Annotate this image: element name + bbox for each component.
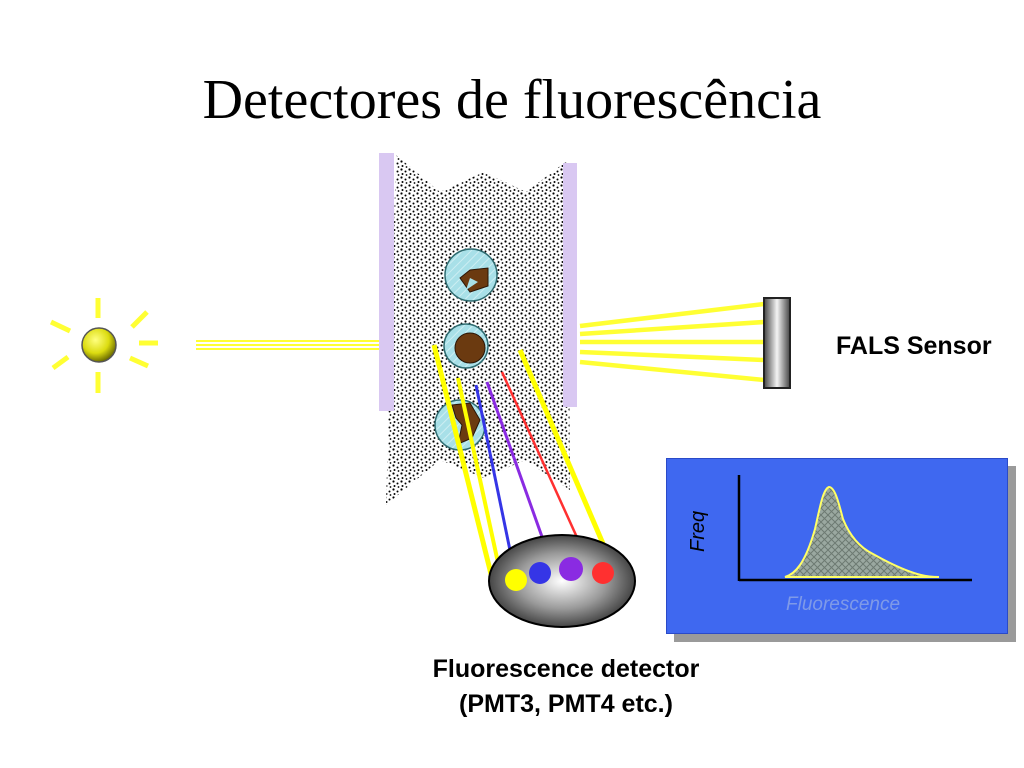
fals-sensor-icon	[763, 297, 791, 389]
slide-title: Detectores de fluorescência	[202, 69, 822, 131]
light-source-icon	[49, 298, 158, 393]
fals-sensor-label: FALS Sensor	[836, 332, 992, 360]
forward-scatter-rays	[579, 301, 765, 383]
detector-label-line2: (PMT3, PMT4 etc.)	[459, 690, 673, 718]
fluorescence-detector-label: Fluorescence detector (PMT3, PMT4 etc.)	[366, 652, 766, 722]
fluorescence-detector-icon	[488, 534, 636, 628]
histogram-curve	[784, 485, 940, 578]
flow-cell-window-right	[563, 163, 577, 407]
flow-cell-window-left	[379, 153, 394, 411]
histogram-plot	[737, 475, 972, 582]
fluorescence-emission-rays	[431, 344, 607, 579]
histogram-x-label: Fluorescence	[786, 594, 901, 615]
histogram-y-label: Freq	[687, 510, 709, 552]
cell-middle	[443, 323, 489, 369]
cell-top	[444, 248, 498, 302]
detector-label-line1: Fluorescence detector	[432, 655, 700, 683]
laser-beam	[196, 340, 382, 350]
histogram-panel	[666, 458, 1008, 634]
